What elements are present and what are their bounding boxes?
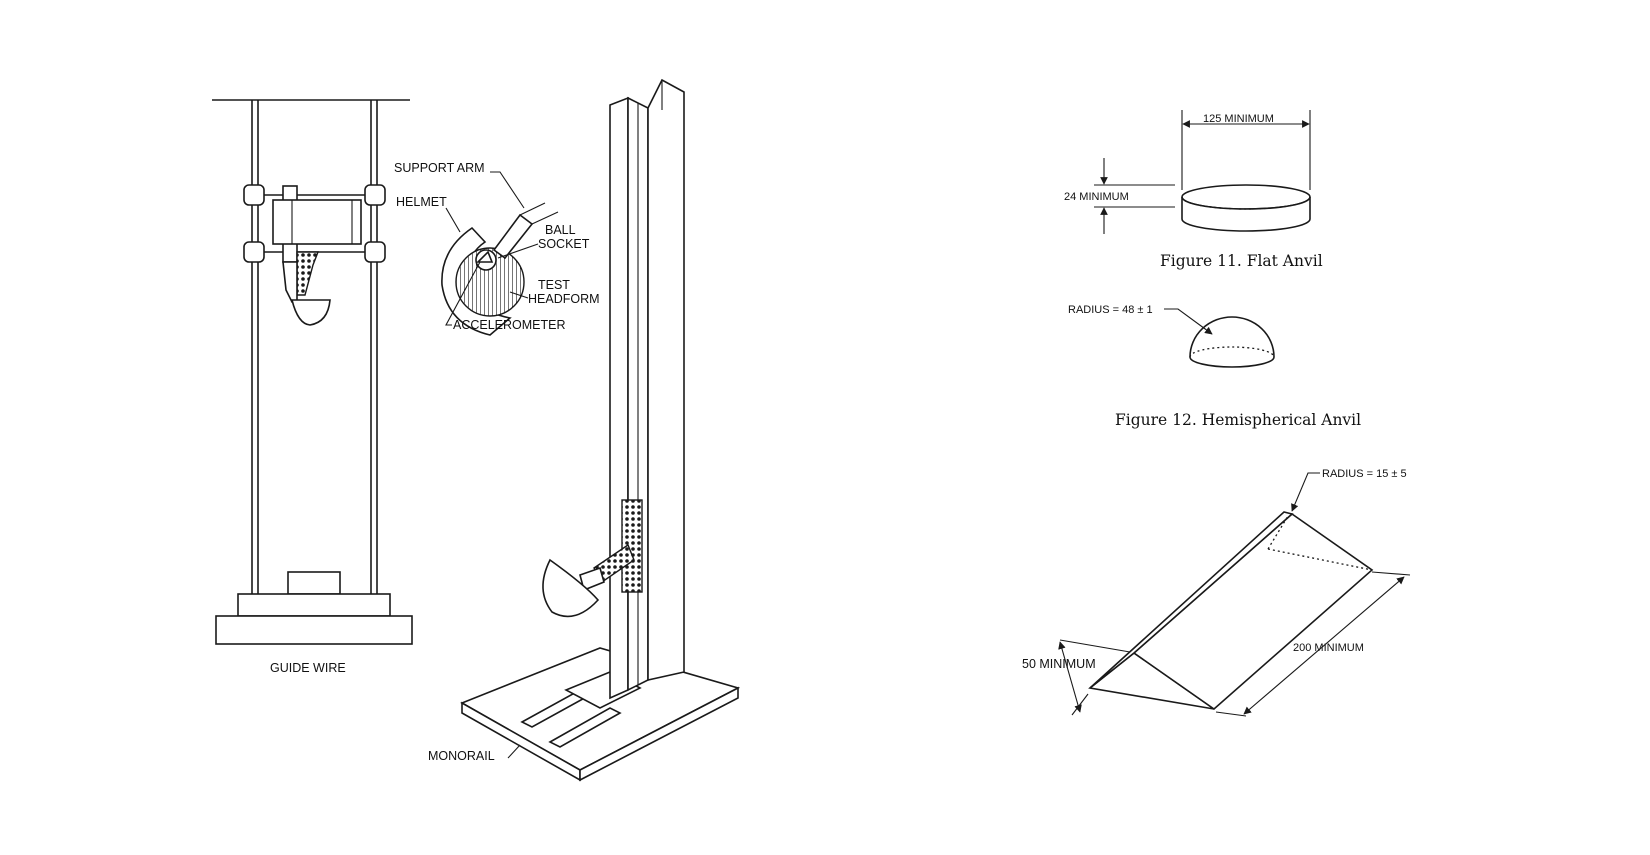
guide-wire-rig: GUIDE WIRE — [212, 99, 413, 675]
monorail-rig: MONORAIL — [428, 78, 741, 782]
edge-anvil: RADIUS = 15 ± 5 50 MINIMUM 200 MINIMUM — [1022, 468, 1411, 717]
edge-length-label: 200 MINIMUM — [1293, 642, 1364, 654]
accelerometer-label: ACCELEROMETER — [453, 318, 566, 332]
figure-11-flat-anvil: 125 MINIMUM 24 MINIMUM Figure 11. Flat A… — [1064, 110, 1323, 270]
test-label: TEST — [538, 278, 570, 292]
monorail-column-left — [609, 96, 629, 700]
helmet-detail: SUPPORT ARM HELMET BALL SOCKET TEST HEAD… — [394, 161, 600, 336]
guide-wire-base — [215, 571, 413, 645]
monorail-label: MONORAIL — [428, 749, 495, 763]
guide-wire-label: GUIDE WIRE — [270, 661, 346, 675]
ball-label: BALL — [545, 223, 576, 237]
figure-12-hemispherical-anvil: RADIUS = 48 ± 1 Figure 12. Hemispherical… — [1068, 304, 1361, 429]
headform-label: HEADFORM — [528, 292, 600, 306]
monorail-headform — [542, 558, 600, 618]
figure-12-caption: Figure 12. Hemispherical Anvil — [1115, 411, 1361, 429]
drop-carriage — [243, 184, 386, 326]
flat-anvil-width-label: 125 MINIMUM — [1203, 113, 1274, 125]
monorail-carriage — [621, 499, 643, 593]
edge-width-label: 50 MINIMUM — [1022, 657, 1096, 671]
accelerometer-mark — [476, 250, 494, 263]
hemi-radius-label: RADIUS = 48 ± 1 — [1068, 304, 1153, 316]
figure-11-caption: Figure 11. Flat Anvil — [1160, 252, 1323, 270]
support-arm-label: SUPPORT ARM — [394, 161, 485, 175]
socket-label: SOCKET — [538, 237, 590, 251]
monorail-column-right — [647, 78, 685, 681]
flat-anvil-height-label: 24 MINIMUM — [1064, 191, 1129, 203]
test-headform — [455, 247, 525, 317]
edge-radius-label: RADIUS = 15 ± 5 — [1322, 468, 1407, 480]
helmet-label: HELMET — [396, 195, 447, 209]
support-arm — [492, 213, 534, 260]
